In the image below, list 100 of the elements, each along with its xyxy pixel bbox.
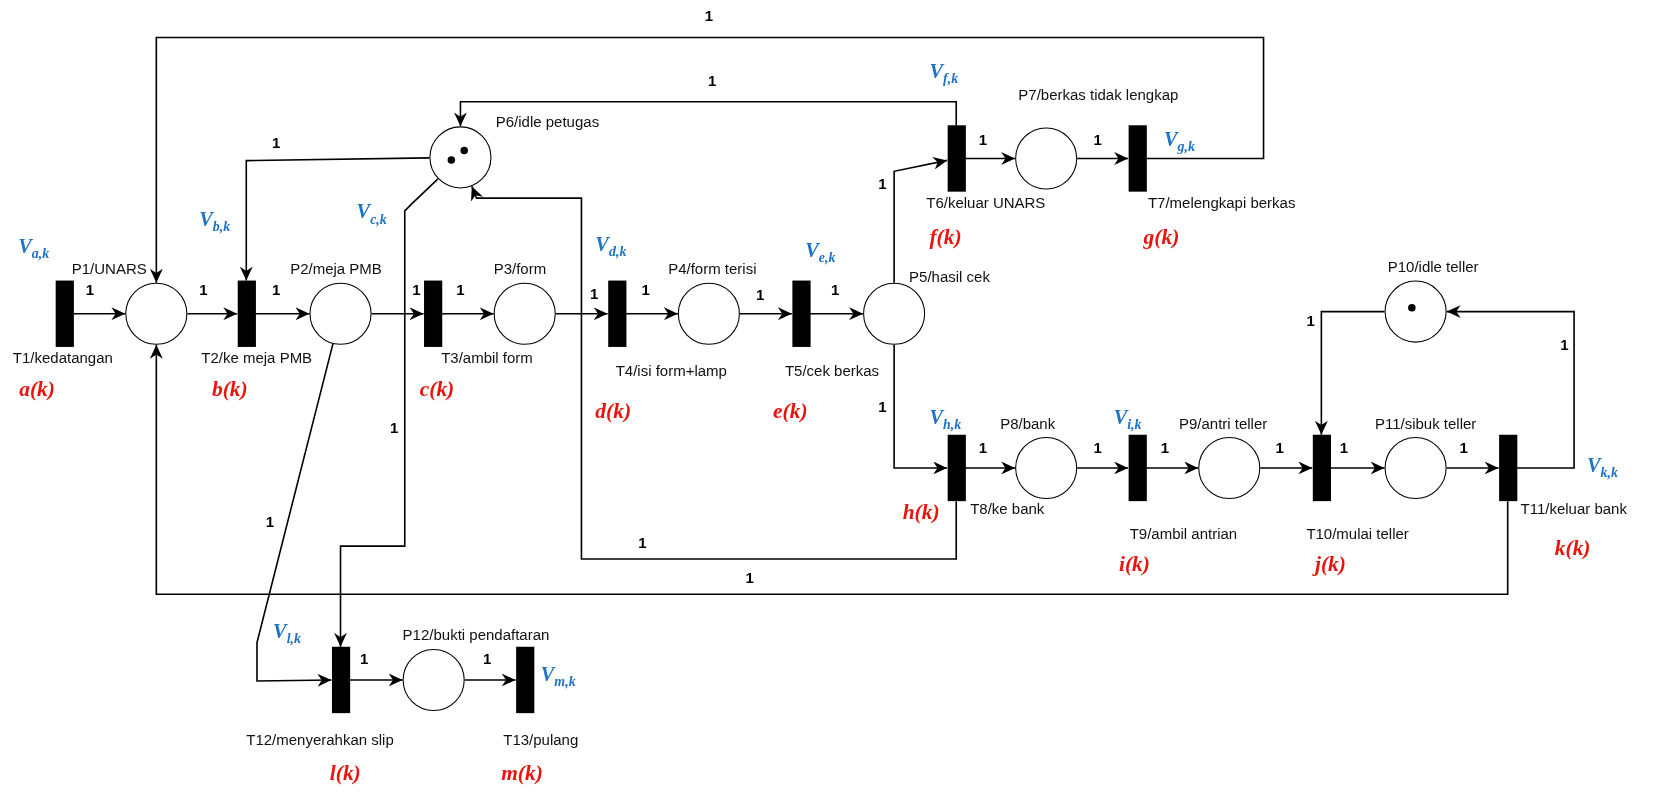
place-label: P11/sibuk teller — [1374, 414, 1477, 433]
rate-label: V$_{g,k}$ — [1163, 128, 1195, 156]
place-label: P7/berkas tidak lengkap — [1018, 85, 1179, 103]
edge-label: 1 — [412, 282, 421, 299]
arc-arrow — [256, 343, 334, 687]
edge-label: 1 — [1560, 336, 1569, 353]
edge-label: 1 — [1093, 440, 1102, 457]
transition-label: T12/menyerahkan slip — [246, 731, 394, 749]
rate-label: V$_{k,k}$ — [1586, 455, 1618, 483]
place-label: P1/UNARS — [71, 259, 147, 277]
rate-label: V$_{l,k}$ — [273, 621, 301, 649]
arc-arrow — [964, 152, 1016, 165]
transition-label: T1/kedatangan — [12, 349, 113, 367]
transition-label: T6/keluar UNARS — [926, 193, 1046, 211]
transition-label: T13/pulang — [503, 731, 579, 749]
edge-label: 1 — [1339, 440, 1349, 457]
arc-arrow — [186, 307, 238, 321]
place-label: P9/antri teller — [1178, 414, 1268, 433]
time-label: k(k) — [1554, 535, 1591, 559]
arc-arrow — [1259, 461, 1314, 475]
time-label: d(k) — [595, 398, 632, 422]
place-label: P3/form — [493, 259, 547, 277]
rate-label: V$_{m,k}$ — [540, 663, 576, 692]
transition-label: T3/ambil form — [441, 349, 533, 367]
time-label: e(k) — [773, 398, 808, 422]
place-label: P2/meja PMB — [290, 259, 382, 277]
edge-label: 1 — [978, 132, 988, 149]
edge-label: 1 — [590, 286, 599, 303]
edge-label: 1 — [1093, 132, 1102, 149]
place-label: P12/bukti pendaftaran — [402, 625, 550, 643]
place-label: P8/bank — [1000, 414, 1056, 433]
arc-arrow — [72, 307, 127, 321]
edge-label: 1 — [1275, 440, 1284, 457]
rate-label: V$_{f,k}$ — [929, 61, 959, 89]
arc-arrow — [893, 344, 948, 475]
arc-arrow — [254, 307, 311, 321]
arc-arrow — [1314, 310, 1386, 436]
time-label: c(k) — [419, 376, 455, 401]
time-label: g(k) — [1143, 224, 1180, 249]
arc-arrow — [1076, 152, 1129, 165]
rate-label: V$_{d,k}$ — [595, 233, 627, 261]
transition-label: T8/ke bank — [970, 500, 1045, 518]
edge-label: 1 — [1160, 440, 1170, 457]
edge-label: 1 — [638, 534, 647, 551]
arc-arrow — [1076, 461, 1129, 475]
rate-label: V$_{e,k}$ — [805, 239, 836, 268]
edge-label: 1 — [359, 651, 369, 668]
arc-arrow — [440, 307, 495, 321]
edge-label: 1 — [1306, 313, 1315, 330]
edge-label: 1 — [756, 287, 765, 304]
edge-label: 1 — [707, 73, 717, 90]
rate-label: V$_{i,k}$ — [1113, 406, 1142, 435]
rate-label: V$_{c,k}$ — [356, 201, 387, 229]
time-label: l(k) — [329, 760, 361, 784]
arc-arrow — [964, 461, 1016, 475]
arc-arrow — [149, 36, 1265, 284]
arc-arrow — [554, 307, 609, 321]
edge-label: 1 — [389, 420, 399, 437]
place-label: P4/form terisi — [668, 259, 757, 277]
arc-arrow — [1445, 305, 1575, 469]
rate-label: V$_{b,k}$ — [199, 208, 231, 237]
arc-arrow — [625, 307, 679, 321]
arc-arrow — [348, 673, 404, 687]
time-label: a(k) — [19, 376, 55, 401]
arc-arrow — [471, 185, 958, 560]
transition-label: T4/isi form+lamp — [615, 361, 727, 380]
rate-label: V$_{a,k}$ — [18, 235, 50, 264]
edge-label: 1 — [831, 282, 840, 299]
edge-label: 1 — [483, 651, 492, 668]
edge-label: 1 — [704, 8, 714, 25]
time-label: i(k) — [1119, 551, 1150, 575]
arc-arrow — [1329, 461, 1386, 475]
arc-arrow — [334, 178, 439, 648]
edge-label: 1 — [745, 570, 754, 587]
arc-arrow — [893, 156, 948, 284]
arc-arrow — [454, 100, 958, 128]
place-label: P10/idle teller — [1387, 257, 1479, 275]
arc-arrow — [149, 344, 1509, 596]
edge-label: 1 — [978, 440, 988, 457]
edge-label: 1 — [1459, 440, 1468, 457]
arc-arrow — [1145, 461, 1200, 475]
place-label: P5/hasil cek — [909, 267, 990, 285]
arc-arrow — [239, 157, 431, 282]
arc-arrow — [739, 307, 793, 321]
transition-label: T2/ke meja PMB — [201, 349, 313, 367]
time-label: b(k) — [212, 376, 248, 401]
edge-label: 1 — [272, 135, 281, 152]
transition-label: T5/cek berkas — [784, 361, 880, 380]
arc-arrow — [370, 307, 425, 321]
place-label: P6/idle petugas — [495, 112, 600, 131]
time-label: m(k) — [501, 760, 543, 784]
edge-label: 1 — [199, 282, 208, 299]
edge-label: 1 — [85, 282, 95, 299]
transition-label: T9/ambil antrian — [1129, 524, 1238, 542]
arc-arrow — [463, 673, 517, 687]
arc-arrow — [809, 307, 864, 321]
edge-label: 1 — [272, 282, 281, 299]
transition-label: T11/keluar bank — [1520, 500, 1627, 518]
edge-label: 1 — [265, 514, 274, 531]
edge-label: 1 — [456, 282, 465, 299]
